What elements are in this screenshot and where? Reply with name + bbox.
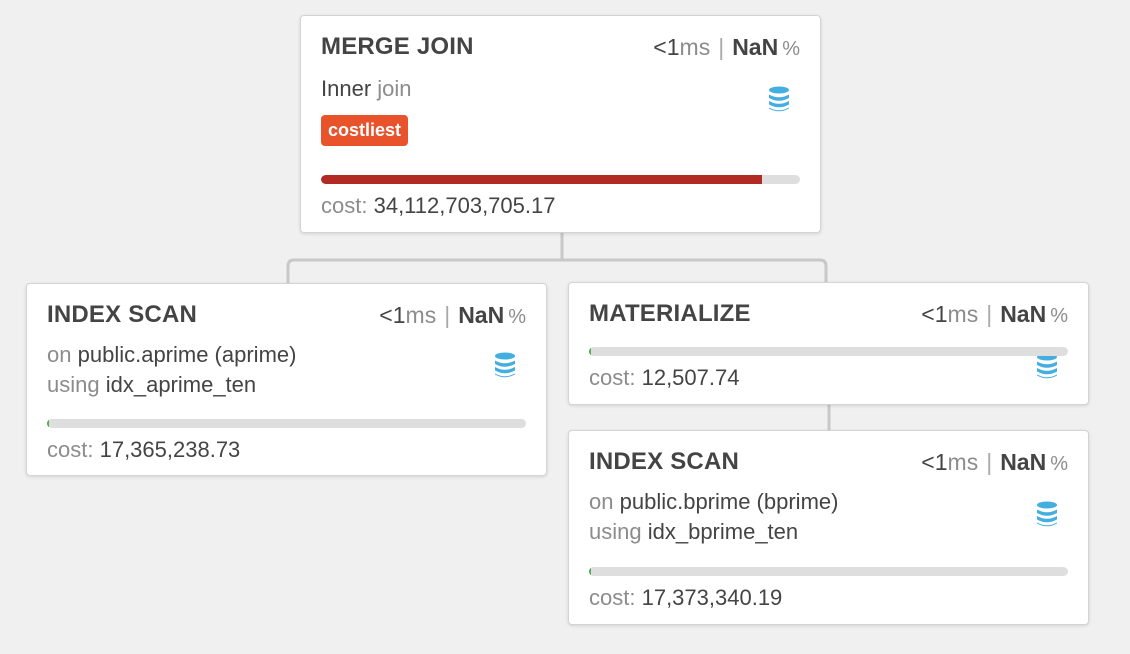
index-name: idx_aprime_ten <box>105 372 257 397</box>
database-icon <box>1037 353 1057 379</box>
database-icon <box>495 352 515 378</box>
duration-unit: ms <box>679 34 711 60</box>
cost-bar-fill <box>47 419 49 428</box>
duration-value: <1 <box>921 449 948 475</box>
cost-value: 12,507.74 <box>641 365 740 390</box>
join-word: join <box>377 76 412 101</box>
cost-line: cost: 12,507.74 <box>589 364 739 392</box>
database-icon <box>769 86 789 112</box>
cost-label: cost: <box>589 365 636 390</box>
cost-line: cost: 34,112,703,705.17 <box>321 192 555 220</box>
node-metrics: <1ms | NaN% <box>379 300 526 332</box>
cost-bar <box>589 567 1068 576</box>
join-type: Inner <box>321 76 372 101</box>
duration-unit: ms <box>947 449 979 475</box>
percent-value: NaN <box>458 302 505 328</box>
on-label: on <box>47 342 72 367</box>
plan-node-index-scan-bprime[interactable]: INDEX SCAN <1ms | NaN% on public.bprime (b… <box>568 430 1089 625</box>
percent-value: NaN <box>1000 301 1047 327</box>
cost-label: cost: <box>47 437 94 462</box>
percent-sign: % <box>508 306 526 328</box>
node-header: INDEX SCAN <1ms | NaN% <box>589 447 1068 477</box>
cost-bar <box>589 347 1068 356</box>
relation-line: on public.aprime (aprime) <box>47 340 296 370</box>
duration-value: <1 <box>653 34 680 60</box>
cost-value: 17,373,340.19 <box>641 585 783 610</box>
database-icon <box>1037 501 1057 527</box>
percent-sign: % <box>1050 305 1068 327</box>
node-metrics: <1ms | NaN% <box>921 299 1068 331</box>
node-title: MERGE JOIN <box>321 33 474 60</box>
plan-node-merge-join[interactable]: MERGE JOIN <1ms | NaN% Inner join costlies… <box>300 15 821 233</box>
using-label: using <box>589 519 642 544</box>
node-title: MATERIALIZE <box>589 300 751 327</box>
join-type-line: Inner join <box>321 74 412 104</box>
cost-label: cost: <box>321 193 368 218</box>
plan-node-materialize[interactable]: MATERIALIZE <1ms | NaN% cost: 12,507.74 <box>568 282 1089 405</box>
percent-value: NaN <box>732 34 779 60</box>
duration-value: <1 <box>921 301 948 327</box>
node-metrics: <1ms | NaN% <box>653 32 800 64</box>
index-line: using idx_aprime_ten <box>47 370 256 400</box>
metric-separator: | <box>444 302 451 328</box>
metric-separator: | <box>986 301 993 327</box>
node-title: INDEX SCAN <box>47 301 198 328</box>
index-line: using idx_bprime_ten <box>589 517 798 547</box>
percent-sign: % <box>782 38 800 60</box>
on-label: on <box>589 489 614 514</box>
cost-line: cost: 17,373,340.19 <box>589 584 782 612</box>
relation-name: public.bprime (bprime) <box>619 489 839 514</box>
cost-label: cost: <box>589 585 636 610</box>
metric-separator: | <box>718 34 725 60</box>
cost-bar <box>321 175 800 184</box>
duration-value: <1 <box>379 302 406 328</box>
connector-merge-to-children <box>286 233 828 284</box>
duration-unit: ms <box>405 302 437 328</box>
cost-bar-fill <box>321 175 762 184</box>
cost-value: 17,365,238.73 <box>99 437 241 462</box>
using-label: using <box>47 372 100 397</box>
cost-bar <box>47 419 526 428</box>
cost-bar-fill <box>589 347 591 356</box>
percent-sign: % <box>1050 453 1068 475</box>
plan-node-index-scan-aprime[interactable]: INDEX SCAN <1ms | NaN% on public.aprime (a… <box>26 283 547 476</box>
metric-separator: | <box>986 449 993 475</box>
costliest-badge: costliest <box>321 115 409 146</box>
node-title: INDEX SCAN <box>589 448 740 475</box>
node-metrics: <1ms | NaN% <box>921 447 1068 479</box>
index-name: idx_bprime_ten <box>647 519 799 544</box>
cost-value: 34,112,703,705.17 <box>373 193 556 218</box>
cost-line: cost: 17,365,238.73 <box>47 436 240 464</box>
node-header: INDEX SCAN <1ms | NaN% <box>47 300 526 330</box>
percent-value: NaN <box>1000 449 1047 475</box>
node-header: MATERIALIZE <1ms | NaN% <box>589 299 1068 329</box>
relation-name: public.aprime (aprime) <box>77 342 297 367</box>
cost-bar-fill <box>589 567 591 576</box>
node-header: MERGE JOIN <1ms | NaN% <box>321 32 800 62</box>
relation-line: on public.bprime (bprime) <box>589 487 838 517</box>
duration-unit: ms <box>947 301 979 327</box>
